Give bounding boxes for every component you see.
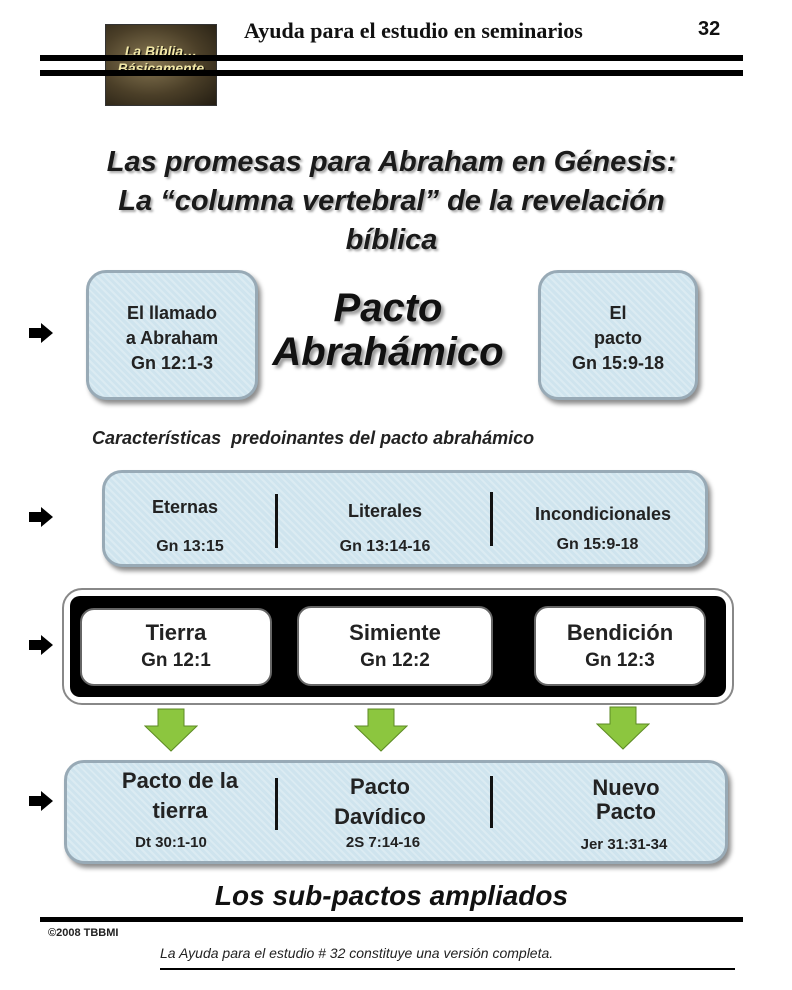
davidic-covenant-line-2: Davídico — [334, 804, 426, 829]
davidic-covenant-ref: 2S 7:14-16 — [345, 834, 421, 851]
davidic-covenant-title: Pacto Davídico — [300, 772, 460, 832]
eternal-label: Eternas — [151, 497, 219, 517]
calling-abraham-box: El llamado a Abraham Gn 12:1-3 — [86, 270, 258, 400]
unconditional-label: Incondicionales — [534, 504, 672, 524]
unconditional-ref: Gn 15:9-18 — [556, 536, 639, 553]
land-covenant-line-1: Pacto de la — [121, 768, 239, 793]
blessing-promise-box: Bendición Gn 12:3 — [534, 606, 706, 686]
covenant-line-3: Gn 15:9-18 — [571, 353, 665, 373]
blessing-label: Bendición — [566, 620, 674, 645]
abrahamic-covenant-line-2: Abrahámico — [272, 330, 504, 374]
literal-label: Literales — [347, 501, 423, 521]
new-covenant-title: Nuevo Pacto — [548, 776, 704, 824]
header-title: Ayuda para el estudio en seminarios — [244, 18, 583, 43]
main-title-line-2: La “columna vertebral” de la revelación — [118, 185, 665, 217]
literal-ref: Gn 13:14-16 — [339, 538, 431, 555]
abrahamic-covenant-title: Pacto Abrahámico — [258, 286, 518, 374]
right-arrow-icon — [29, 507, 53, 527]
seed-label: Simiente — [349, 620, 441, 645]
characteristics-box — [102, 470, 708, 567]
covenant-line-1: El — [609, 303, 627, 323]
divider — [275, 778, 278, 830]
main-title-line-1: Las promesas para Abraham en Génesis: — [106, 146, 677, 178]
characteristics-subtitle: Características predoinantes del pacto a… — [92, 428, 535, 448]
main-title: Las promesas para Abraham en Génesis: La… — [40, 143, 743, 260]
main-title-line-3: bíblica — [345, 224, 438, 256]
covenant-box: El pacto Gn 15:9-18 — [538, 270, 698, 400]
divider — [490, 492, 493, 546]
footer-rule — [40, 917, 743, 922]
down-arrow-icon — [354, 708, 408, 752]
divider — [490, 776, 493, 828]
davidic-covenant-line-1: Pacto — [350, 774, 410, 799]
seed-promise-box: Simiente Gn 12:2 — [297, 606, 493, 686]
sub-covenants-box — [64, 760, 728, 864]
covenant-line-2: pacto — [593, 328, 642, 348]
new-covenant-line-2: Pacto — [596, 799, 656, 824]
down-arrow-icon — [144, 708, 198, 752]
sub-covenants-title: Los sub-pactos ampliados — [214, 880, 569, 911]
covenant-text: El pacto Gn 15:9-18 — [541, 301, 695, 376]
land-promise-box: Tierra Gn 12:1 — [80, 608, 272, 686]
land-covenant-line-2: tierra — [152, 798, 208, 823]
calling-abraham-line-2: a Abraham — [125, 328, 219, 348]
footer-note: La Ayuda para el estudio # 32 constituye… — [160, 945, 554, 961]
footer-underline — [160, 968, 735, 970]
copyright: ©2008 TBBMI — [48, 927, 119, 939]
new-covenant-ref: Jer 31:31-34 — [580, 836, 668, 853]
calling-abraham-line-1: El llamado — [126, 303, 218, 323]
land-covenant-ref: Dt 30:1-10 — [135, 834, 207, 851]
calling-abraham-line-3: Gn 12:1-3 — [130, 353, 214, 373]
divider — [275, 494, 278, 548]
right-arrow-icon — [29, 323, 53, 343]
land-covenant-title: Pacto de la tierra — [96, 766, 264, 826]
logo: La Biblia… Básicamente — [105, 24, 217, 106]
header-rule-top — [40, 55, 743, 61]
land-label: Tierra — [145, 620, 207, 645]
seed-ref: Gn 12:2 — [360, 650, 430, 671]
header-rule-bottom — [40, 70, 743, 76]
page-number: 32 — [698, 18, 721, 40]
land-ref: Gn 12:1 — [141, 650, 211, 671]
right-arrow-icon — [29, 635, 53, 655]
eternal-ref: Gn 13:15 — [156, 538, 224, 555]
down-arrow-icon — [596, 706, 650, 750]
blessing-ref: Gn 12:3 — [585, 650, 655, 671]
calling-abraham-text: El llamado a Abraham Gn 12:1-3 — [89, 301, 255, 376]
new-covenant-line-1: Nuevo — [592, 775, 660, 800]
abrahamic-covenant-line-1: Pacto — [333, 286, 443, 330]
right-arrow-icon — [29, 791, 53, 811]
